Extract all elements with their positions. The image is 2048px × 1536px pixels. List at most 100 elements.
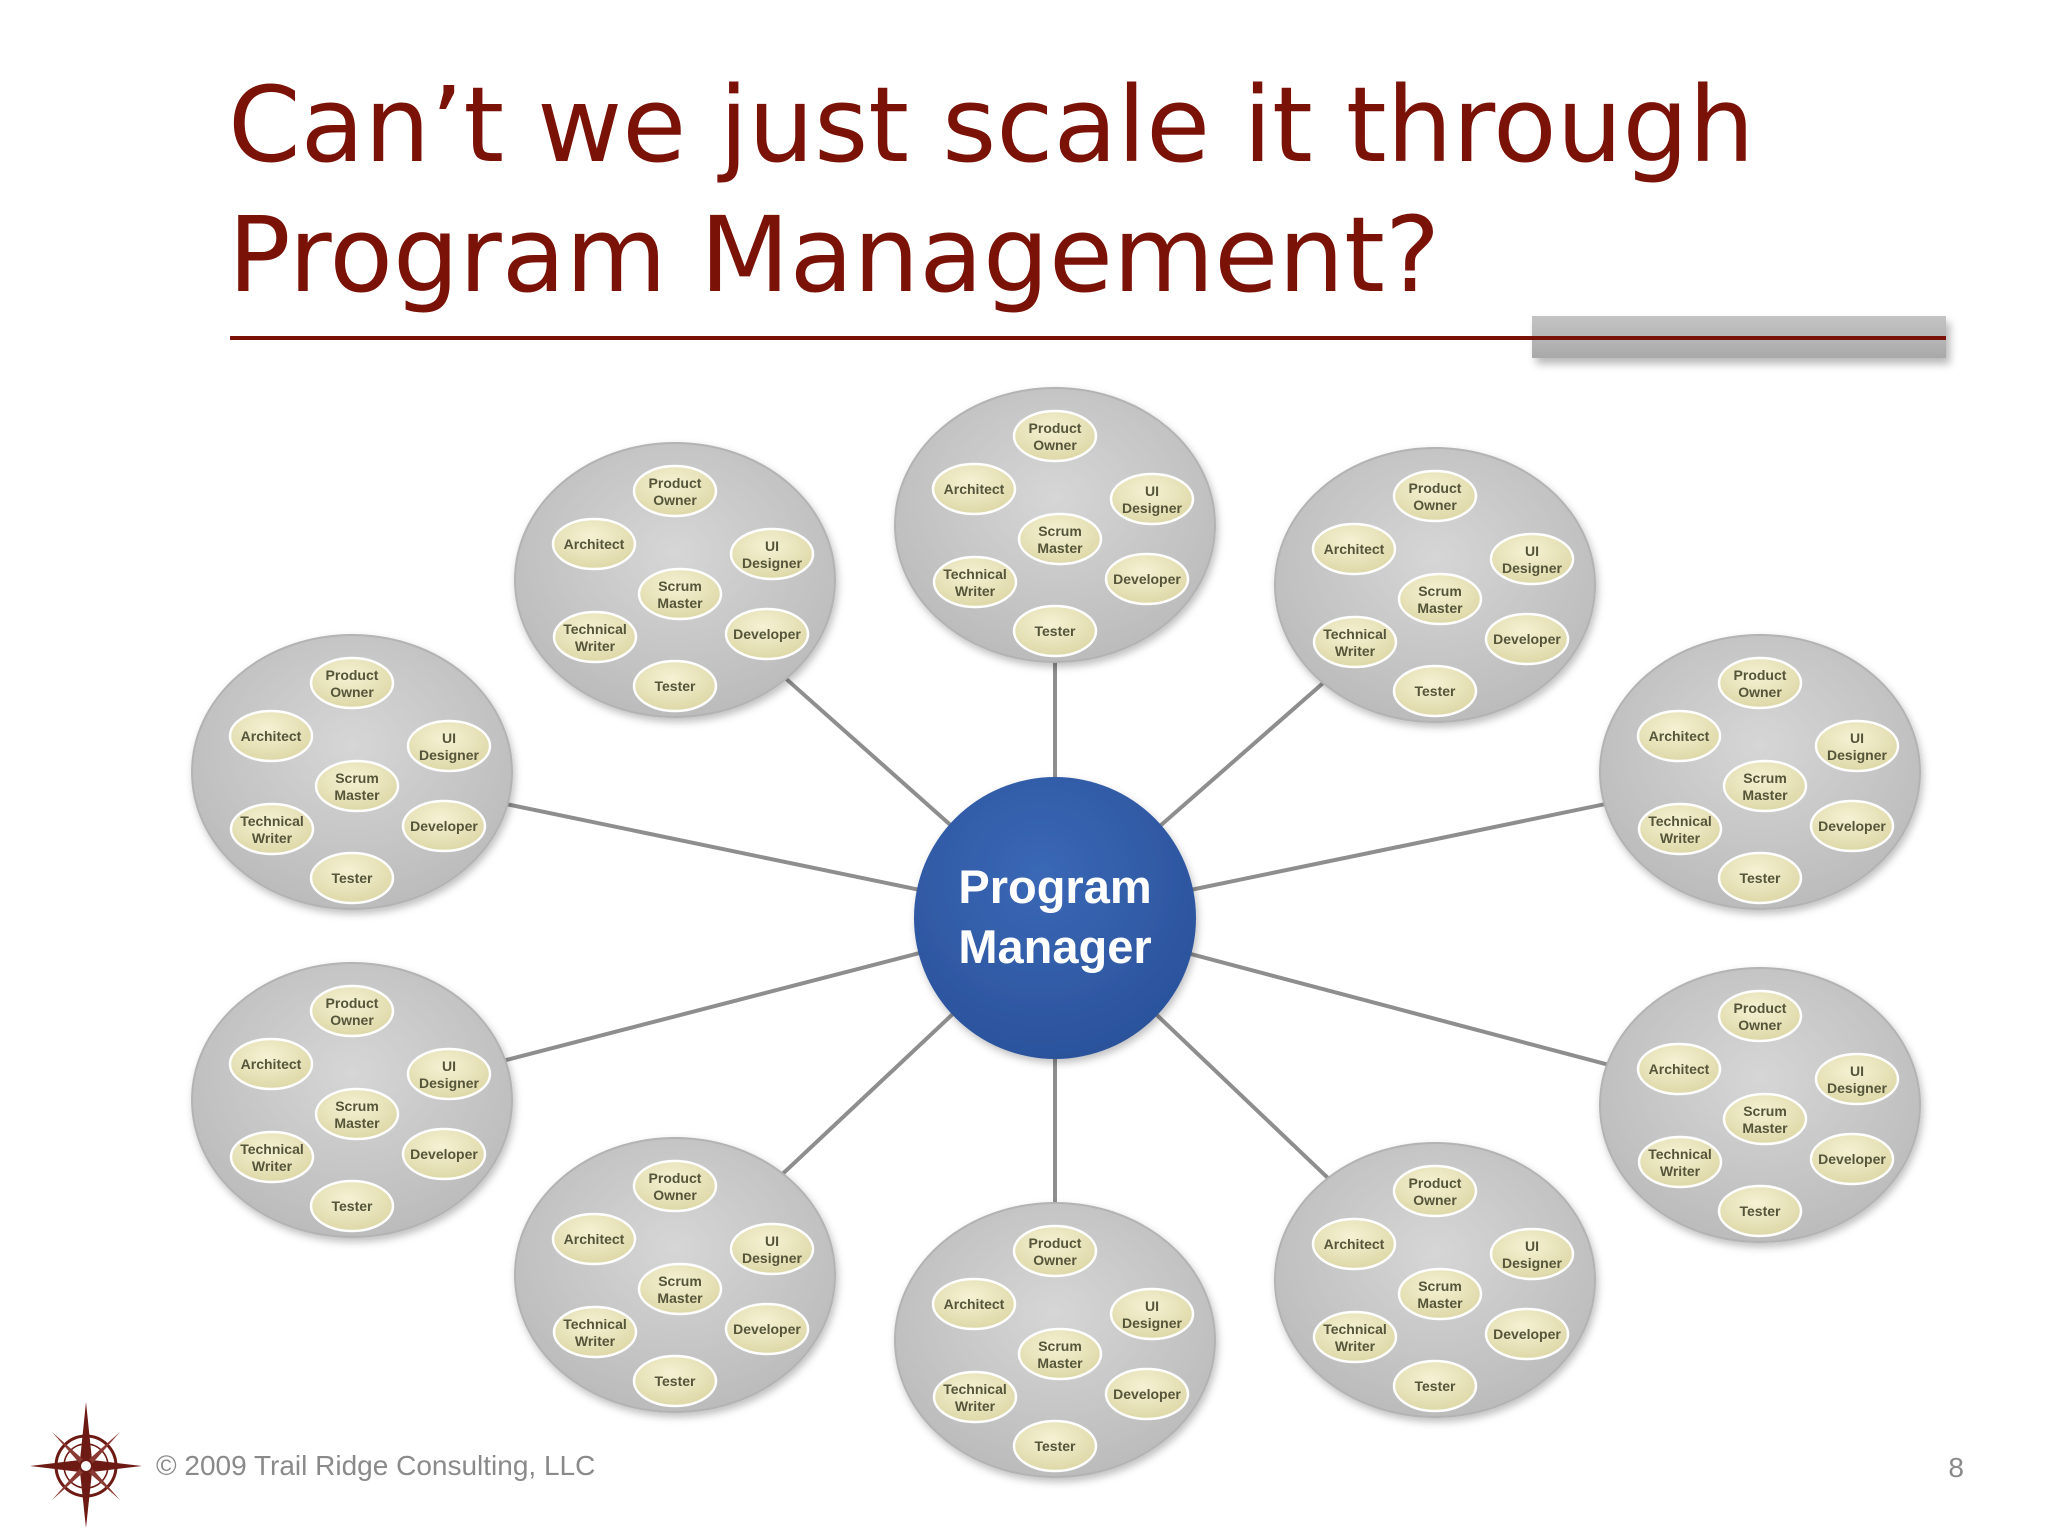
role-label: Product <box>326 667 379 683</box>
role-developer: Developer <box>1809 799 1895 853</box>
role-label: Architect <box>944 1296 1005 1312</box>
role-bubble <box>637 567 723 621</box>
role-label: Product <box>1734 1000 1787 1016</box>
role-bubble <box>632 659 718 713</box>
role-label: Writer <box>252 830 293 846</box>
role-bubble <box>1717 851 1803 905</box>
role-architect: Architect <box>931 1277 1017 1331</box>
role-bubble <box>632 1159 718 1213</box>
role-label: Writer <box>955 583 996 599</box>
role-bubble <box>1484 1307 1570 1361</box>
role-bubble <box>724 607 810 661</box>
role-bubble <box>401 1127 487 1181</box>
role-label: Developer <box>410 1146 478 1162</box>
role-bubble <box>1109 1287 1195 1341</box>
role-bubble <box>724 1302 810 1356</box>
role-bubble <box>1012 1419 1098 1473</box>
role-bubble <box>309 984 395 1038</box>
program-manager-node: Program Manager <box>914 777 1196 1059</box>
role-label: Master <box>334 787 380 803</box>
role-label: Technical <box>563 1316 627 1332</box>
role-label: Master <box>1742 1120 1788 1136</box>
role-tester: Tester <box>309 1179 395 1233</box>
role-label: UI <box>1145 1298 1159 1314</box>
role-label: Developer <box>1113 571 1181 587</box>
title-rule <box>230 336 1946 340</box>
role-label: Technical <box>1323 1321 1387 1337</box>
role-label: Product <box>649 1170 702 1186</box>
role-bubble <box>1017 512 1103 566</box>
role-label: Designer <box>1502 560 1562 576</box>
role-bubble <box>1717 989 1803 1043</box>
role-label: Owner <box>1738 1017 1782 1033</box>
role-label: Designer <box>419 747 479 763</box>
role-bubble <box>637 1262 723 1316</box>
role-bubble <box>229 1130 315 1184</box>
role-bubble <box>1489 532 1575 586</box>
role-label: Developer <box>410 818 478 834</box>
role-label: Developer <box>733 626 801 642</box>
role-label: Owner <box>1033 437 1077 453</box>
role-label: Tester <box>1035 623 1077 639</box>
role-bubble <box>932 1370 1018 1424</box>
role-label: Architect <box>944 481 1005 497</box>
role-architect: Architect <box>1636 709 1722 763</box>
role-label: Scrum <box>335 770 379 786</box>
role-tester: Tester <box>1012 1419 1098 1473</box>
role-developer: Developer <box>401 1127 487 1181</box>
role-label: Owner <box>330 684 374 700</box>
role-label: Scrum <box>1418 1278 1462 1294</box>
role-bubble <box>1484 612 1570 666</box>
role-bubble <box>309 1179 395 1233</box>
role-developer: Developer <box>1484 612 1570 666</box>
role-developer: Developer <box>724 607 810 661</box>
role-developer: Developer <box>401 799 487 853</box>
role-label: Developer <box>1818 818 1886 834</box>
role-label: Architect <box>564 1231 625 1247</box>
role-bubble <box>1809 1132 1895 1186</box>
role-label: Writer <box>252 1158 293 1174</box>
compass-rose-logo <box>30 1402 142 1528</box>
role-label: Tester <box>1415 683 1457 699</box>
role-bubble <box>1012 1224 1098 1278</box>
role-label: Technical <box>563 621 627 637</box>
role-label: Product <box>1029 420 1082 436</box>
role-bubble <box>1017 1327 1103 1381</box>
role-bubble <box>1397 1267 1483 1321</box>
role-bubble <box>1722 759 1808 813</box>
role-tester: Tester <box>1717 1184 1803 1238</box>
role-label: UI <box>1525 543 1539 559</box>
role-tester: Tester <box>632 1354 718 1408</box>
role-developer: Developer <box>1104 1367 1190 1421</box>
slide-title-line-1: Can’t we just scale it through <box>228 64 1755 186</box>
role-label: Designer <box>1502 1255 1562 1271</box>
role-label: Developer <box>1818 1151 1886 1167</box>
role-bubble <box>1717 1184 1803 1238</box>
role-label: Product <box>1029 1235 1082 1251</box>
role-label: Writer <box>955 1398 996 1414</box>
role-label: Technical <box>240 813 304 829</box>
role-tester: Tester <box>632 659 718 713</box>
role-bubble <box>401 799 487 853</box>
role-label: Product <box>1409 1175 1462 1191</box>
role-bubble <box>229 802 315 856</box>
